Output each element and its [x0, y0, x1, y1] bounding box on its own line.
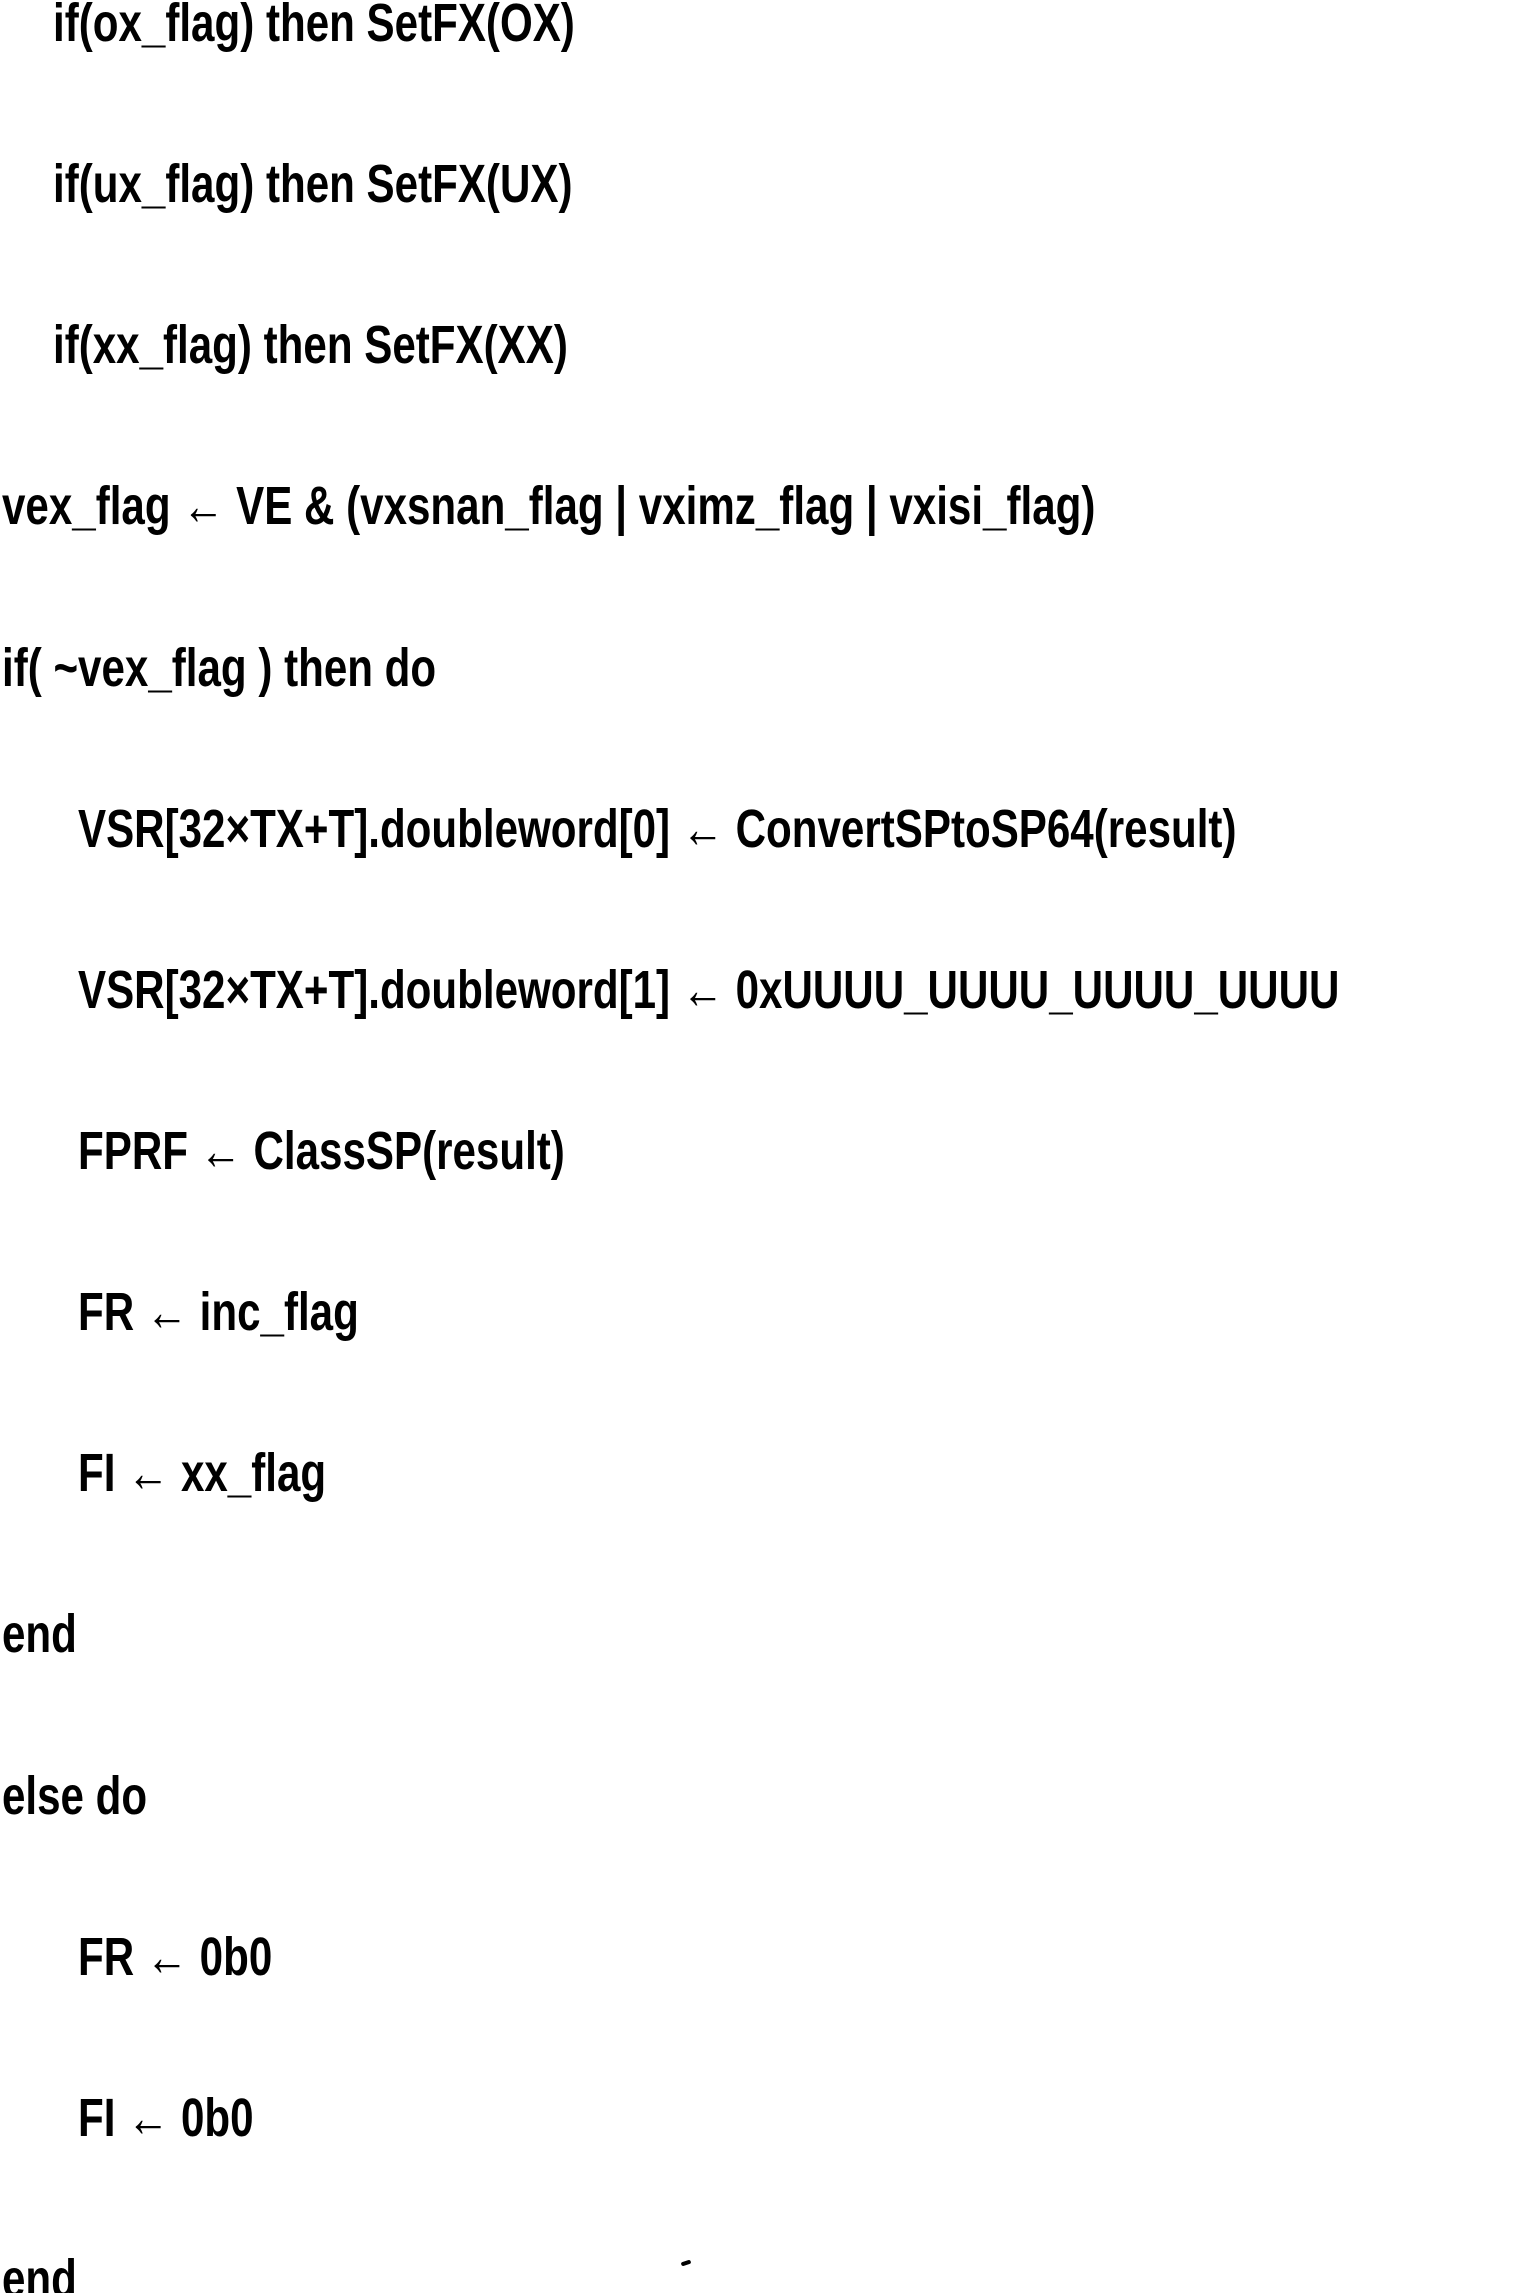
- code-line-text: if(ox_flag) then SetFX(OX): [53, 0, 575, 53]
- code-line-text: FPRF ← ClassSP(result): [78, 1121, 565, 1181]
- code-line-2: if(ux_flag) then SetFX(UX): [53, 156, 719, 212]
- code-line-13: FR ← 0b0: [78, 1929, 327, 1985]
- code-line-7: VSR[32×TX+T].doubleword[1] ← 0xUUUU_UUUU…: [78, 962, 1521, 1018]
- code-line-text: if(ux_flag) then SetFX(UX): [53, 154, 573, 214]
- code-line-text: vex_flag ← VE & (vxsnan_flag | vximz_fla…: [2, 476, 1096, 536]
- code-line-text: FI ← 0b0: [78, 2088, 254, 2148]
- code-line-15: end: [2, 2251, 98, 2293]
- code-line-text: if(xx_flag) then SetFX(XX): [53, 315, 568, 375]
- code-line-5: if( ~vex_flag ) then do: [2, 640, 559, 696]
- code-line-text: FR ← 0b0: [78, 1927, 273, 1987]
- code-line-10: FI ← xx_flag: [78, 1445, 396, 1501]
- code-line-6: VSR[32×TX+T].doubleword[0] ← ConvertSPto…: [78, 801, 1521, 857]
- code-line-1: if(ox_flag) then SetFX(OX): [53, 0, 722, 51]
- code-line-8: FPRF ← ClassSP(result): [78, 1123, 702, 1179]
- code-line-text: VSR[32×TX+T].doubleword[0] ← ConvertSPto…: [78, 799, 1237, 859]
- code-line-text: FR ← inc_flag: [78, 1282, 359, 1342]
- code-line-12: else do: [2, 1768, 188, 1824]
- code-line-4: vex_flag ← VE & (vxsnan_flag | vximz_fla…: [2, 478, 1404, 534]
- code-line-text: end: [2, 1604, 77, 1664]
- code-line-text: end: [2, 2249, 77, 2293]
- code-line-11: end: [2, 1606, 98, 1662]
- code-line-text: FI ← xx_flag: [78, 1443, 327, 1503]
- code-line-text: else do: [2, 1766, 148, 1826]
- code-line-3: if(xx_flag) then SetFX(XX): [53, 317, 713, 373]
- code-line-9: FR ← inc_flag: [78, 1284, 438, 1340]
- code-line-text: VSR[32×TX+T].doubleword[1] ← 0xUUUU_UUUU…: [78, 960, 1340, 1020]
- code-line-text: if( ~vex_flag ) then do: [2, 638, 437, 698]
- code-line-14: FI ← 0b0: [78, 2090, 303, 2146]
